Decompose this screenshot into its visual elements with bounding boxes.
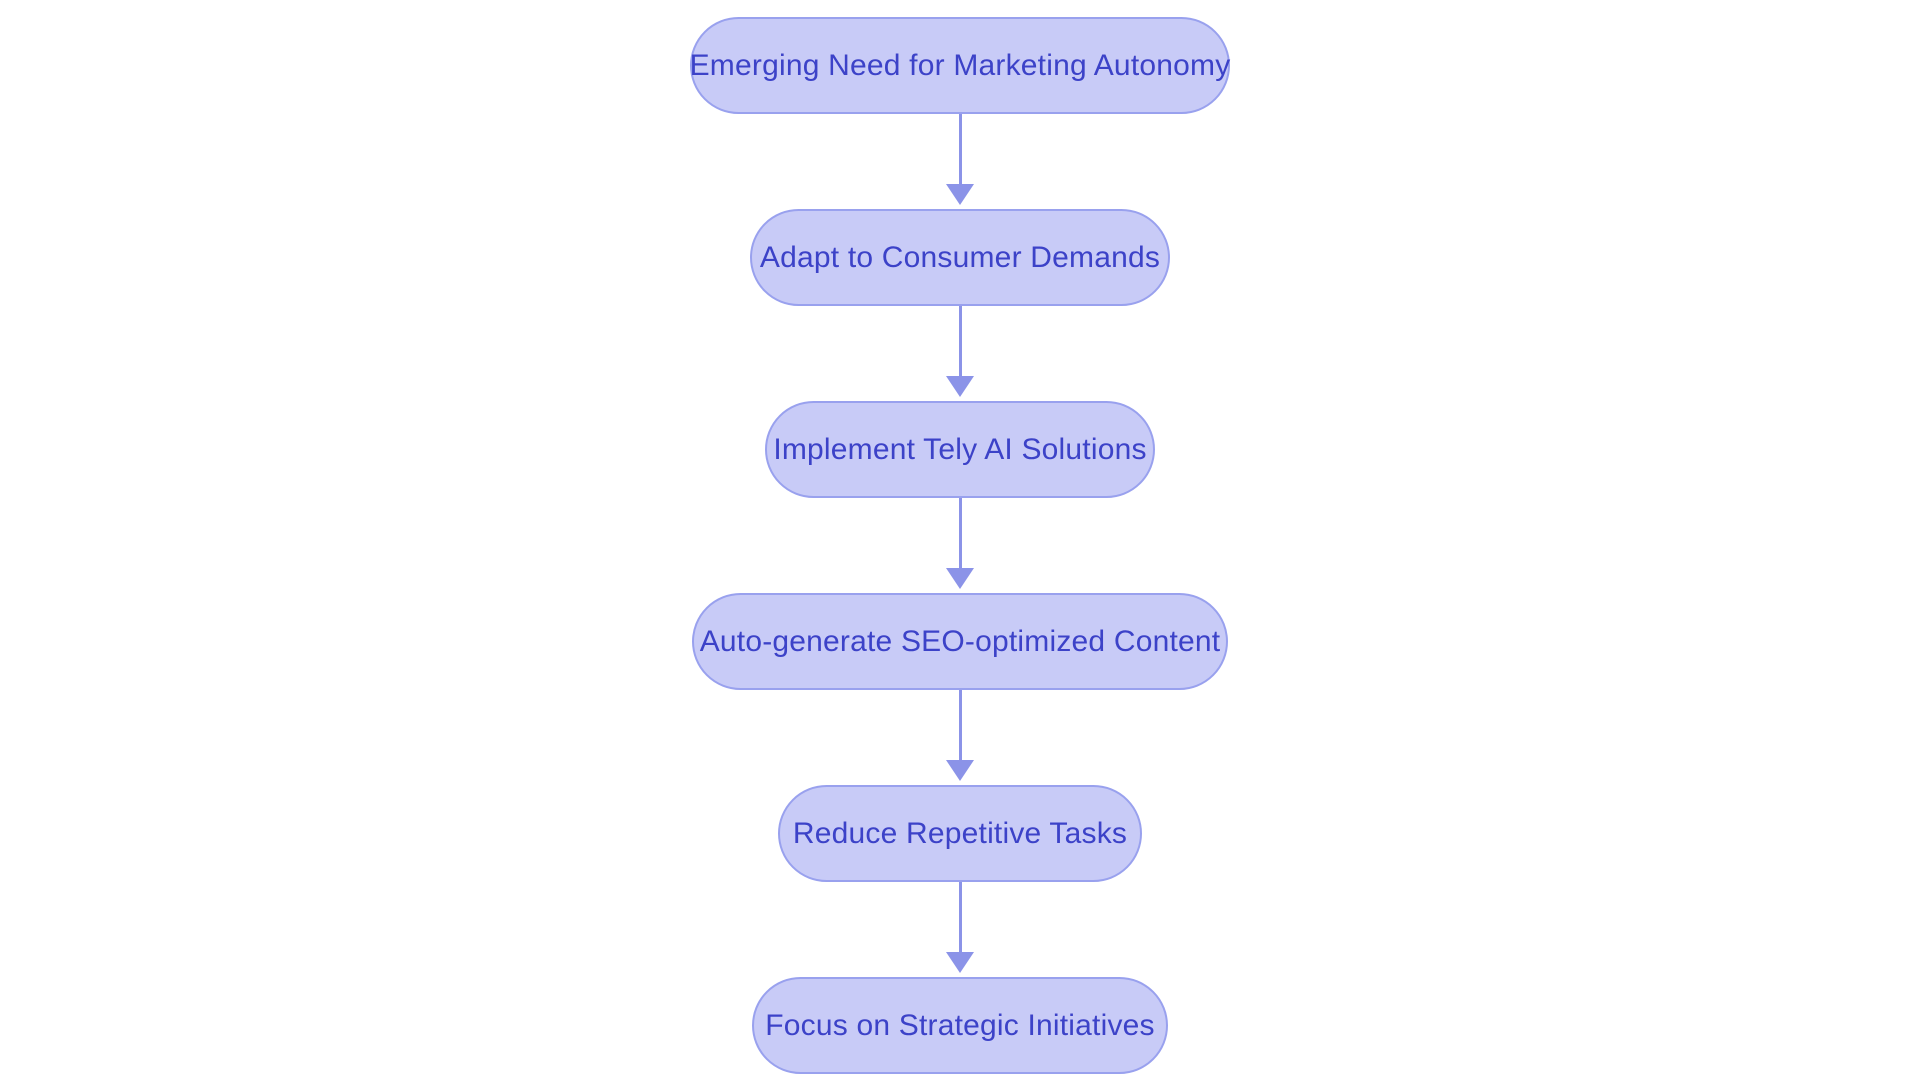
node-label: Implement Tely AI Solutions (773, 432, 1147, 466)
flow-arrow-3 (945, 498, 975, 593)
node-label: Reduce Repetitive Tasks (792, 816, 1128, 850)
node-strategic-initiatives: Focus on Strategic Initiatives (752, 977, 1168, 1074)
node-label: Focus on Strategic Initiatives (765, 1008, 1155, 1042)
arrow-line (958, 690, 962, 760)
flowchart: Emerging Need for Marketing Autonomy Ada… (690, 17, 1230, 1074)
arrowhead-down-icon (946, 952, 974, 973)
flow-arrow-2 (945, 306, 975, 401)
node-repetitive-tasks: Reduce Repetitive Tasks (778, 785, 1142, 882)
node-marketing-autonomy: Emerging Need for Marketing Autonomy (690, 17, 1230, 114)
arrow-line (958, 882, 962, 952)
arrow-line (958, 306, 962, 376)
node-label: Adapt to Consumer Demands (759, 240, 1161, 274)
arrowhead-down-icon (946, 760, 974, 781)
node-seo-content: Auto-generate SEO-optimized Content (692, 593, 1228, 690)
node-label: Auto-generate SEO-optimized Content (699, 624, 1221, 658)
node-label: Emerging Need for Marketing Autonomy (689, 48, 1231, 82)
node-tely-ai-solutions: Implement Tely AI Solutions (765, 401, 1155, 498)
arrowhead-down-icon (946, 184, 974, 205)
arrow-line (958, 114, 962, 184)
arrow-line (958, 498, 962, 568)
flow-arrow-5 (945, 882, 975, 977)
arrowhead-down-icon (946, 376, 974, 397)
node-consumer-demands: Adapt to Consumer Demands (750, 209, 1170, 306)
arrowhead-down-icon (946, 568, 974, 589)
flow-arrow-4 (945, 690, 975, 785)
flow-arrow-1 (945, 114, 975, 209)
